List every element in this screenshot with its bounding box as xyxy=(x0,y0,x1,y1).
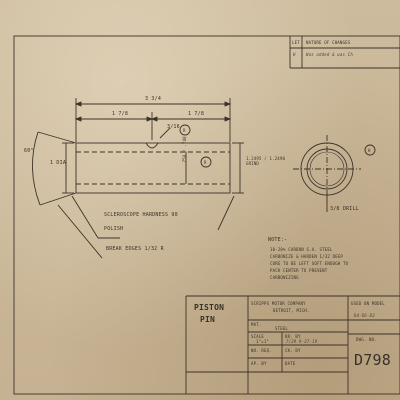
note-line-4: PACK CENTER TO PREVENT xyxy=(270,268,328,273)
note-scleroscope: SCLEROSCOPE HARDNESS 90 xyxy=(104,212,178,218)
pin-end-view xyxy=(293,135,361,212)
note-polish: POLISH xyxy=(104,226,124,232)
company-name: SCRIPPS MOTOR COMPANY xyxy=(251,301,306,306)
dwg-no-label: DWG. NO. xyxy=(356,337,377,342)
rev-row-change: Was added & was Ch xyxy=(306,52,353,57)
sheet-border xyxy=(13,35,400,395)
company-city: DETROIT, MICH. xyxy=(273,308,310,313)
dim-hole-size: 3/16 xyxy=(167,124,180,130)
dim-ground-dia: 1.2495 / 1.2490 GRIND xyxy=(246,156,286,166)
ap-by-label: AP. BY xyxy=(251,361,267,366)
note-line-1: 10-20% CARBON S.A. STEEL xyxy=(270,247,333,252)
dim-bore: .750 / .748 xyxy=(182,136,187,165)
used-on-label: USED ON MODEL xyxy=(351,301,385,306)
dim-drill: 3/8 DRILL xyxy=(330,206,359,212)
scale-label: SCALE xyxy=(251,334,265,339)
no-req-label: NO. REQ. xyxy=(251,348,272,353)
revision-table xyxy=(289,36,400,69)
pin-side-view xyxy=(32,98,244,259)
oil-hole xyxy=(145,142,159,149)
part-name-2: PIN xyxy=(200,315,216,324)
rev-col-let: LET xyxy=(292,40,300,45)
title-block xyxy=(185,295,400,394)
date-label: DATE xyxy=(285,361,296,366)
circle-label-mid xyxy=(200,156,212,168)
pin-body xyxy=(75,142,231,194)
circle-label-h xyxy=(364,144,376,156)
ck-by-label: CK. BY xyxy=(285,348,301,353)
dim-angle: 60° xyxy=(24,148,34,154)
rev-col-nature: NATURE OF CHANGES xyxy=(306,40,351,45)
used-on-value: D4-D6-D2 xyxy=(354,313,375,318)
dwg-no-value: D798 xyxy=(354,351,391,369)
note-line-2: CARBONIZE & HARDEN 1/32 DEEP xyxy=(270,254,344,259)
angle-arc xyxy=(32,131,41,206)
dim-right-length: 1 7/8 xyxy=(188,111,205,117)
note-line-5: CARBONIZING xyxy=(270,275,299,280)
dim-overall-length: 3 3/4 xyxy=(145,96,162,102)
scale-value: 1"=1" xyxy=(256,339,270,344)
note-title: NOTE:- xyxy=(268,237,288,243)
mat-value: STEEL xyxy=(275,326,289,331)
note-line-3: CORE TO BE LEFT SOFT ENOUGH TO xyxy=(270,261,349,266)
mat-label: MAT. xyxy=(251,322,262,327)
circle-label-top xyxy=(179,124,191,136)
label-r-mid: R xyxy=(204,160,207,165)
label-h: H xyxy=(368,148,371,153)
note-break-edges: BREAK EDGES 1/32 R xyxy=(106,246,164,252)
dim-left-length: 1 7/8 xyxy=(112,111,129,117)
dim-outer-dia: 1 DIA xyxy=(50,160,67,166)
part-name-1: PISTON xyxy=(194,303,225,312)
rev-row-let: H xyxy=(293,52,296,57)
dr-by-label: DR. BY xyxy=(285,334,301,339)
label-r-top: R xyxy=(183,128,186,133)
dr-by-value: 7/29 9-27-19 xyxy=(286,339,318,344)
